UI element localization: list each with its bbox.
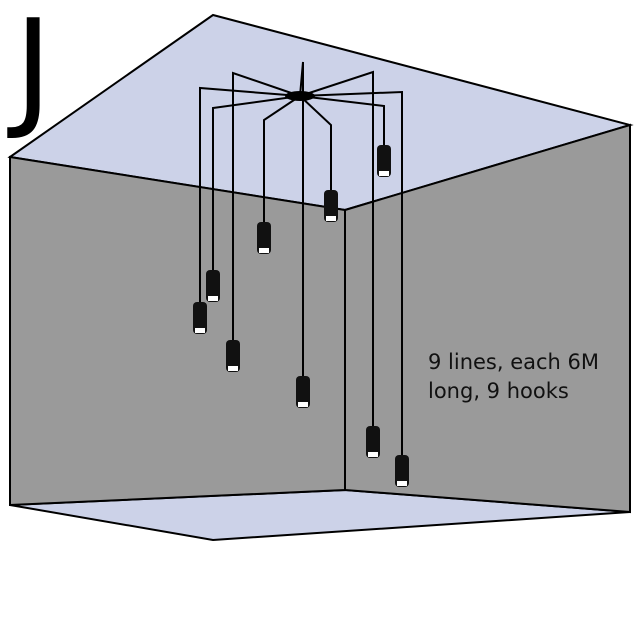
cord-5 (299, 61, 304, 376)
pendant-lamp-2 (193, 302, 207, 334)
pendant-lamp-5 (296, 376, 310, 408)
pendant-lamp-9 (395, 455, 409, 487)
cord-8 (299, 95, 385, 145)
pendant-lamp-1 (226, 340, 240, 372)
cord-4 (263, 95, 301, 222)
right-wall (344, 123, 631, 514)
cord-1 (232, 71, 301, 340)
description-line-1: 9 lines, each 6M (428, 350, 600, 374)
description-line-2: long, 9 hooks (428, 379, 569, 403)
pendant-lamp-8 (377, 145, 391, 177)
chandelier-fixture (199, 61, 403, 455)
cord-9 (299, 90, 403, 455)
left-wall (9, 155, 346, 507)
pendant-lamps (193, 145, 409, 487)
pendant-lamp-6 (324, 190, 338, 222)
cord-2 (199, 86, 301, 302)
pendant-lamp-3 (206, 270, 220, 302)
cord-6 (299, 95, 332, 190)
description-note: 9 lines, each 6M long, 9 hooks (428, 348, 599, 406)
pendant-lamp-7 (366, 426, 380, 458)
cord-3 (212, 95, 301, 270)
pendant-lamp-4 (257, 222, 271, 254)
corner-letter: J (14, 0, 53, 143)
cord-7 (299, 70, 374, 426)
